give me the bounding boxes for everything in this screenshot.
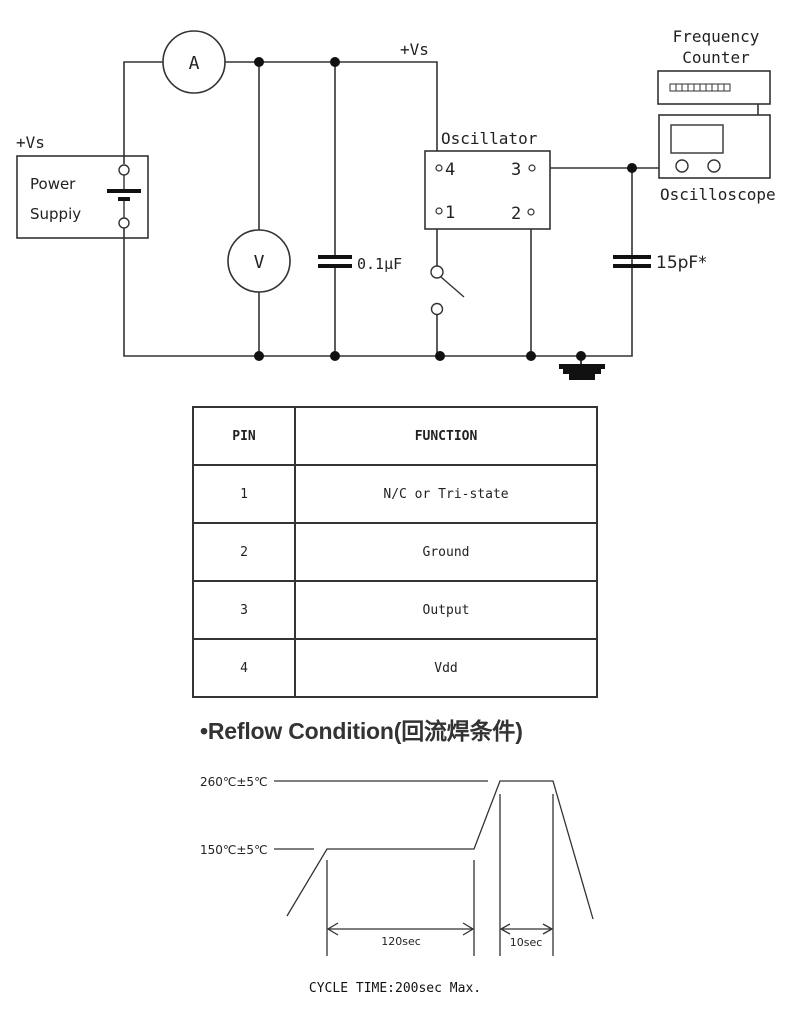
table-row: 4 Vdd [192, 638, 598, 698]
power-supply-vs-label: +Vs [16, 133, 45, 152]
pin4-label: 4 [445, 160, 455, 180]
pin4-terminal [435, 164, 443, 172]
power-supply-box [16, 155, 149, 239]
load-capacitor-label: 15pF* [656, 253, 707, 273]
pin3-label: 3 [511, 160, 521, 180]
function-cell: N/C or Tri-state [294, 464, 598, 524]
power-supply-label-line2: Suppiy [30, 205, 81, 223]
pin-function-table: PIN FUNCTION 1 N/C or Tri-state 2 Ground… [192, 406, 598, 698]
peak-temp-label: 260℃±5℃ [200, 775, 268, 789]
pin2-label: 2 [511, 204, 521, 224]
pin-cell: 4 [192, 638, 296, 698]
table-header-row: PIN FUNCTION [192, 406, 598, 466]
reflow-profile-diagram: 260℃±5℃ 150℃±5℃ 120sec 10sec [200, 775, 594, 956]
pin2-terminal [527, 208, 535, 216]
junction-dots [254, 57, 637, 361]
bypass-capacitor-icon [318, 255, 352, 268]
pin-cell: 2 [192, 522, 296, 582]
pin1-label: 1 [445, 203, 455, 223]
peak-duration-label: 10sec [510, 936, 543, 949]
ammeter-label: A [189, 53, 200, 74]
reflow-section-title: •Reflow Condition(回流焊条件) [200, 718, 523, 744]
table-row: 3 Output [192, 580, 598, 640]
ground-icon [559, 358, 605, 380]
reflow-profile-curve [286, 780, 594, 920]
cycle-time-note: CYCLE TIME:200sec Max. [308, 981, 482, 996]
ammeter-icon [162, 30, 226, 94]
oscilloscope-knob-icon [675, 159, 689, 173]
oscilloscope-label: Oscilloscope [660, 185, 776, 204]
vs-rail-label: +Vs [400, 40, 429, 59]
wire-bottom-rail [123, 168, 633, 357]
voltmeter-label: V [254, 252, 265, 273]
power-supply-label-line1: Power [30, 175, 76, 193]
table-row: 2 Ground [192, 522, 598, 582]
test-circuit-diagram: A V +Vs Power Suppiy 0.1µF +Vs Oscillato… [16, 27, 776, 380]
header-function: FUNCTION [294, 406, 598, 466]
bypass-capacitor-label: 0.1µF [357, 255, 402, 273]
oscilloscope-knob-icon [707, 159, 721, 173]
pin3-terminal [528, 164, 536, 172]
peak-duration-arrow [499, 923, 554, 935]
frequency-counter-box [657, 70, 771, 105]
frequency-counter-display-icon [669, 83, 731, 92]
function-cell: Output [294, 580, 598, 640]
voltmeter-icon [227, 229, 291, 293]
wire-supply-to-ammeter [123, 61, 163, 164]
header-pin: PIN [192, 406, 296, 466]
preheat-temp-label: 150℃±5℃ [200, 843, 268, 857]
function-cell: Ground [294, 522, 598, 582]
oscillator-box [424, 150, 551, 230]
pin-cell: 3 [192, 580, 296, 640]
function-cell: Vdd [294, 638, 598, 698]
load-capacitor-icon [613, 255, 651, 268]
frequency-counter-label-line2: Counter [682, 48, 750, 67]
pin-cell: 1 [192, 464, 296, 524]
frequency-counter-label-line1: Frequency [673, 27, 760, 46]
preheat-duration-label: 120sec [381, 935, 421, 948]
switch-icon [430, 265, 465, 316]
table-row: 1 N/C or Tri-state [192, 464, 598, 524]
preheat-duration-arrow [326, 922, 475, 936]
oscillator-title: Oscillator [441, 129, 538, 148]
oscilloscope-screen-icon [670, 124, 724, 154]
battery-icon [107, 164, 141, 229]
pin1-terminal [435, 207, 443, 215]
wire-top-rail [225, 61, 438, 158]
